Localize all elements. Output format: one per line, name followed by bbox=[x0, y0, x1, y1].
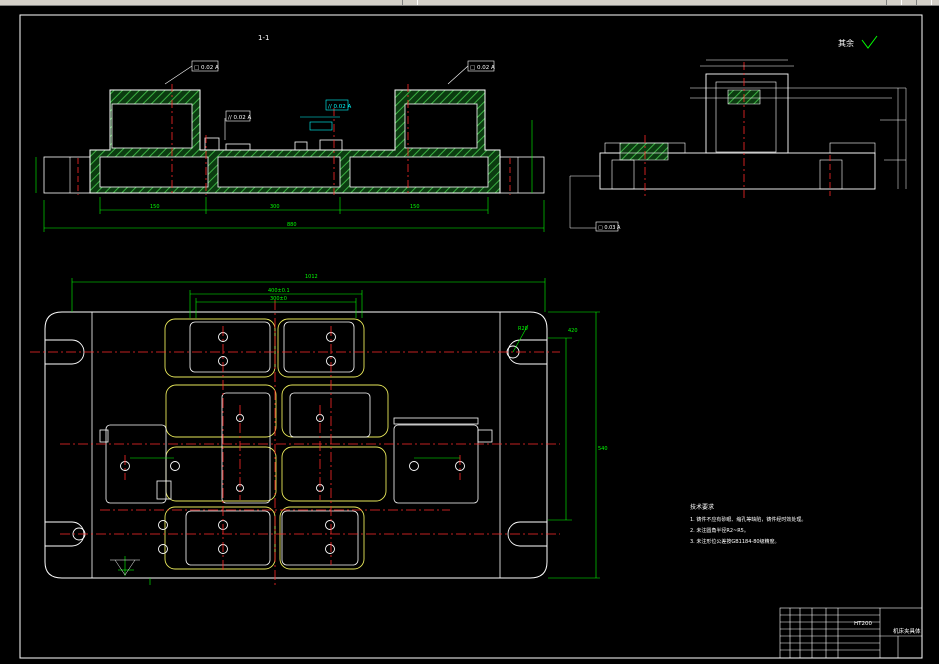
technical-notes: 技术要求 1. 铸件不应有砂眼、缩孔等缺陷，铸件经时效处理。 2. 未注圆角半径… bbox=[690, 503, 806, 545]
section-view-1-1: 1-1 □ 0.02 A bbox=[35, 34, 545, 232]
dimension-lines bbox=[35, 120, 545, 232]
notes-title: 技术要求 bbox=[690, 503, 714, 511]
window-top-strip bbox=[0, 0, 939, 6]
tolerance-tag: □ 0.02 A bbox=[164, 60, 219, 85]
boss-left-void bbox=[111, 103, 193, 149]
title-block-name: 机床夹具体 bbox=[893, 627, 921, 635]
tolerance-tag bbox=[595, 221, 619, 232]
svg-text:// 0.02 A: // 0.02 A bbox=[328, 104, 351, 110]
section-label: 1-1 bbox=[258, 34, 269, 42]
bolt-holes bbox=[72, 332, 520, 554]
flange-left bbox=[43, 156, 91, 194]
svg-text:R20: R20 bbox=[518, 326, 528, 332]
cavity-right bbox=[349, 156, 489, 188]
svg-text:□ 0.02 A: □ 0.02 A bbox=[194, 65, 219, 71]
cavity-middle bbox=[217, 156, 341, 188]
title-block bbox=[779, 607, 923, 659]
plan-dimensions bbox=[71, 278, 600, 585]
svg-text:150: 150 bbox=[150, 204, 160, 210]
u-slot bbox=[507, 521, 547, 547]
side-view: 其余 □ 0.03 A bbox=[569, 35, 907, 232]
boss-right-void bbox=[404, 103, 478, 149]
flange-right bbox=[499, 156, 545, 194]
tolerance-tag: // 0.02 A bbox=[309, 99, 351, 131]
svg-text:300±0: 300±0 bbox=[270, 296, 287, 302]
svg-text:880: 880 bbox=[287, 222, 297, 228]
tolerance-tag: // 0.02 A bbox=[224, 110, 251, 140]
svg-text:420: 420 bbox=[568, 328, 578, 334]
sheet-border bbox=[19, 14, 923, 659]
svg-text:1012: 1012 bbox=[305, 274, 318, 280]
plate-outline bbox=[44, 311, 548, 579]
note-item: 1. 铸件不应有砂眼、缩孔等缺陷，铸件经时效处理。 bbox=[690, 516, 806, 523]
centerlines bbox=[30, 300, 560, 585]
svg-text:□ 0.03 A: □ 0.03 A bbox=[598, 225, 621, 231]
note-item: 2. 未注圆角半径R2~R5。 bbox=[690, 527, 749, 534]
roughness-symbol bbox=[861, 35, 878, 49]
title-block-material: HT200 bbox=[854, 621, 872, 627]
side-upright bbox=[705, 73, 789, 154]
svg-text:// 0.02 A: // 0.02 A bbox=[228, 115, 251, 121]
svg-text:540: 540 bbox=[598, 446, 608, 452]
tolerance-tag: □ 0.02 A bbox=[447, 60, 495, 85]
note-item: 3. 未注形位公差按GB1184-80级精度。 bbox=[690, 538, 780, 545]
scroll-marker bbox=[402, 0, 418, 5]
roughness-label: 其余 bbox=[838, 38, 854, 48]
cavity-left bbox=[99, 156, 209, 188]
window-control[interactable] bbox=[916, 0, 932, 5]
svg-text:□ 0.02 A: □ 0.02 A bbox=[470, 65, 495, 71]
window-control[interactable] bbox=[886, 0, 902, 5]
svg-text:400±0.1: 400±0.1 bbox=[268, 288, 290, 294]
svg-text:150: 150 bbox=[410, 204, 420, 210]
svg-text:300: 300 bbox=[270, 204, 280, 210]
plan-view: 1012 400±0.1 300±0 540 420 R20 bbox=[30, 274, 608, 585]
